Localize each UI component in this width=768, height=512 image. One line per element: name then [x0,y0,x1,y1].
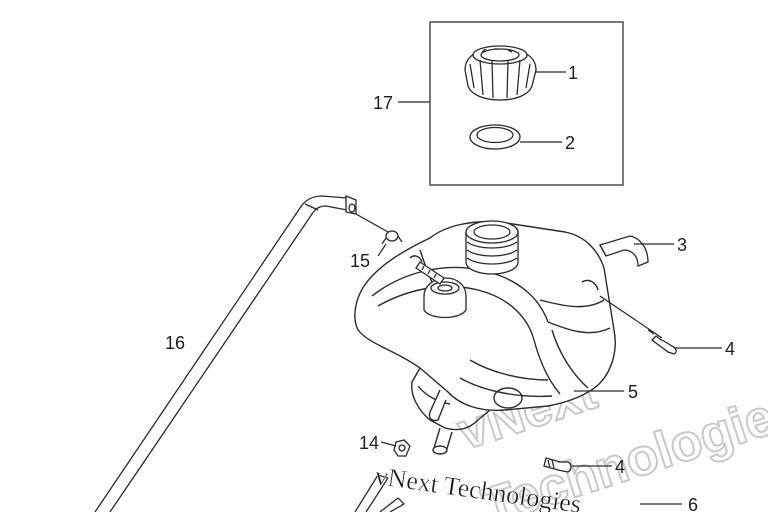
label-1: 1 [568,63,578,83]
bolt-part-upper [647,329,677,355]
bolt-part-lower [543,457,572,473]
part-labels: 1 2 17 3 15 16 4 5 14 4 6 [165,63,735,512]
leader-lines [355,71,722,505]
tank-secondary-cap [423,277,467,319]
lower-hose-fragment [354,474,406,512]
filler-cap-part [464,45,537,101]
label-16: 16 [165,333,185,353]
label-17: 17 [373,93,393,113]
gasket-part [469,124,521,150]
label-5: 5 [628,382,638,402]
filler-neck [465,220,519,275]
label-6: 6 [688,495,698,512]
vent-nipple [415,261,445,285]
label-14: 14 [359,433,379,453]
nut-part [393,439,411,457]
label-2: 2 [565,133,575,153]
inset-box [429,21,624,186]
hose-clip-part [381,230,403,245]
cushion-part [599,235,649,267]
label-4-lower: 4 [615,457,625,477]
label-3: 3 [677,235,687,255]
vent-hose-part [94,195,357,512]
label-15: 15 [350,251,370,271]
label-4-upper: 4 [725,339,735,359]
